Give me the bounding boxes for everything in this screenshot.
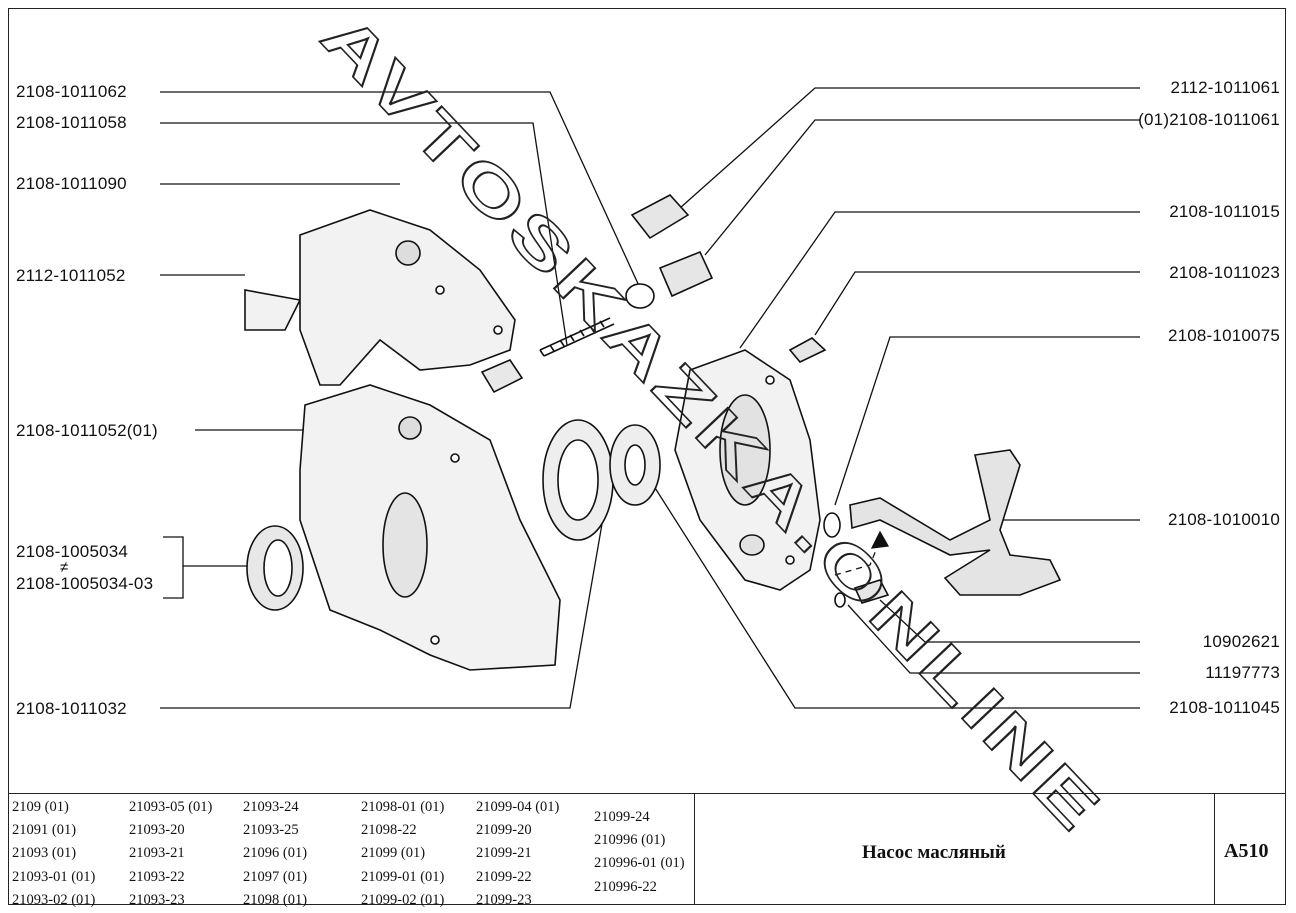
table-divider: [694, 794, 695, 905]
model-item: 21099-04 (01): [476, 799, 560, 815]
model-item: 21093 (01): [12, 845, 77, 862]
part-label: 10902621: [1202, 632, 1280, 651]
diagram-code: A510: [1224, 840, 1269, 862]
model-item: 21099-24: [594, 809, 650, 825]
part-label: 2108-1011090: [16, 174, 127, 193]
model-item: 21093-25: [243, 822, 299, 839]
part-label: (01)2108-1011061: [1138, 110, 1280, 129]
model-item: 21093-01 (01): [12, 868, 96, 885]
part-label: 11197773: [1205, 663, 1280, 682]
leader-l1: [160, 91, 641, 289]
model-item: 21099-20: [476, 822, 532, 839]
model-item: 21098-22: [361, 822, 417, 839]
model-item: 2109 (01): [12, 799, 69, 815]
model-item: 21093-20: [129, 822, 185, 839]
model-item: 21091 (01): [12, 822, 77, 839]
diagram-title: Насос масляный: [862, 842, 1006, 863]
part-label: 2108-1010010: [1167, 510, 1280, 529]
model-item: 21099-22: [476, 868, 532, 885]
model-item: 21093-24: [243, 799, 299, 815]
model-item: 21093-21: [129, 845, 185, 862]
relief-spring: [539, 317, 615, 357]
model-item: 21093-05 (01): [129, 799, 213, 815]
leader-l2: [160, 122, 568, 346]
model-item: 21098 (01): [243, 891, 308, 908]
model-item: 21096 (01): [243, 845, 308, 862]
bracket-l6: [163, 536, 184, 599]
leader-r1: [679, 87, 1140, 209]
leader-r9: [649, 479, 1140, 709]
pump-cover-lower: [299, 384, 561, 671]
part-label: 2108-1005034: [16, 542, 129, 561]
model-item: 21099-21: [476, 845, 532, 862]
pickup-bolt: [853, 579, 890, 604]
part-label: 2108-1011045: [1169, 698, 1280, 717]
part-label: 2108-1011032: [16, 699, 127, 718]
leader-r8: [847, 604, 1140, 674]
part-label: 2108-1011052(01): [16, 421, 158, 440]
models-column: 21093-05 (01) 21093-20 21093-21 21093-22…: [129, 796, 212, 912]
model-item: 210996 (01): [594, 832, 666, 849]
bolt: [788, 337, 827, 363]
leader-r7: [879, 599, 1140, 643]
models-column: 21093-24 21093-25 21096 (01) 21097 (01) …: [243, 796, 307, 912]
part-label: 2108-1010075: [1167, 326, 1280, 345]
part-label: 2108-1011058: [16, 113, 127, 132]
model-item: 21099-02 (01): [361, 891, 445, 908]
washer: [625, 283, 655, 309]
model-item: 21099 (01): [361, 845, 426, 862]
table-divider: [1214, 794, 1215, 905]
drawing-frame: [8, 8, 1286, 905]
model-item: 21093-22: [129, 868, 185, 885]
leader-l8: [160, 477, 611, 709]
part-label: 2108-1005034-03: [16, 574, 154, 593]
models-column: 21098-01 (01) 21098-22 21099 (01) 21099-…: [361, 796, 444, 912]
models-table: [8, 793, 1286, 905]
models-column: 2109 (01) 21091 (01) 21093 (01) 21093-01…: [12, 796, 95, 912]
relief-plunger: [480, 359, 524, 394]
model-item: 210996-01 (01): [594, 855, 685, 872]
plug-lower: [658, 250, 714, 298]
oil-pickup: [849, 449, 1062, 596]
model-item: 21098-01 (01): [361, 799, 445, 815]
part-label: 2108-1011015: [1169, 202, 1280, 221]
pump-cover-upper: [244, 209, 516, 386]
models-column: 21099-04 (01) 21099-20 21099-21 21099-22…: [476, 796, 559, 912]
model-item: 21093-23: [129, 891, 185, 908]
leader-r4: [814, 271, 1140, 336]
model-item: 21099-01 (01): [361, 868, 445, 885]
plug-upper: [630, 194, 690, 240]
part-label: 2108-1011062: [16, 82, 127, 101]
model-item: 21097 (01): [243, 868, 308, 885]
leader-r2: [704, 119, 1140, 256]
part-label: 2112-1011052: [16, 266, 126, 285]
leader-r5: [834, 336, 1140, 506]
models-column: 21099-24 210996 (01) 210996-01 (01) 2109…: [594, 806, 685, 899]
o-ring: [823, 512, 841, 538]
pickup-washer: [834, 592, 846, 608]
model-item: 210996-22: [594, 878, 657, 895]
model-item: 21099-23: [476, 891, 532, 908]
part-label: 2108-1011023: [1169, 263, 1280, 282]
alt-symbol: ≠: [60, 559, 69, 576]
model-item: 21093-02 (01): [12, 891, 96, 908]
leader-r3: [739, 211, 1140, 349]
part-label: 2112-1011061: [1170, 78, 1280, 97]
